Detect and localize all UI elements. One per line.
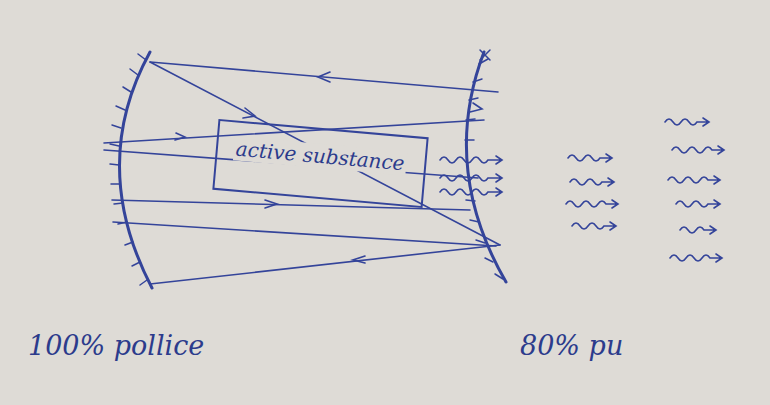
node-text: active substance <box>233 136 408 175</box>
left-mirror-hatch <box>110 54 147 285</box>
light-rays <box>104 62 500 284</box>
active-medium-box: active substance <box>212 119 428 208</box>
mirror-label: 100% pollice <box>28 330 204 361</box>
mirror-label: 80% pu <box>520 330 623 361</box>
left-mirror <box>119 52 152 288</box>
output-beam <box>440 118 724 262</box>
